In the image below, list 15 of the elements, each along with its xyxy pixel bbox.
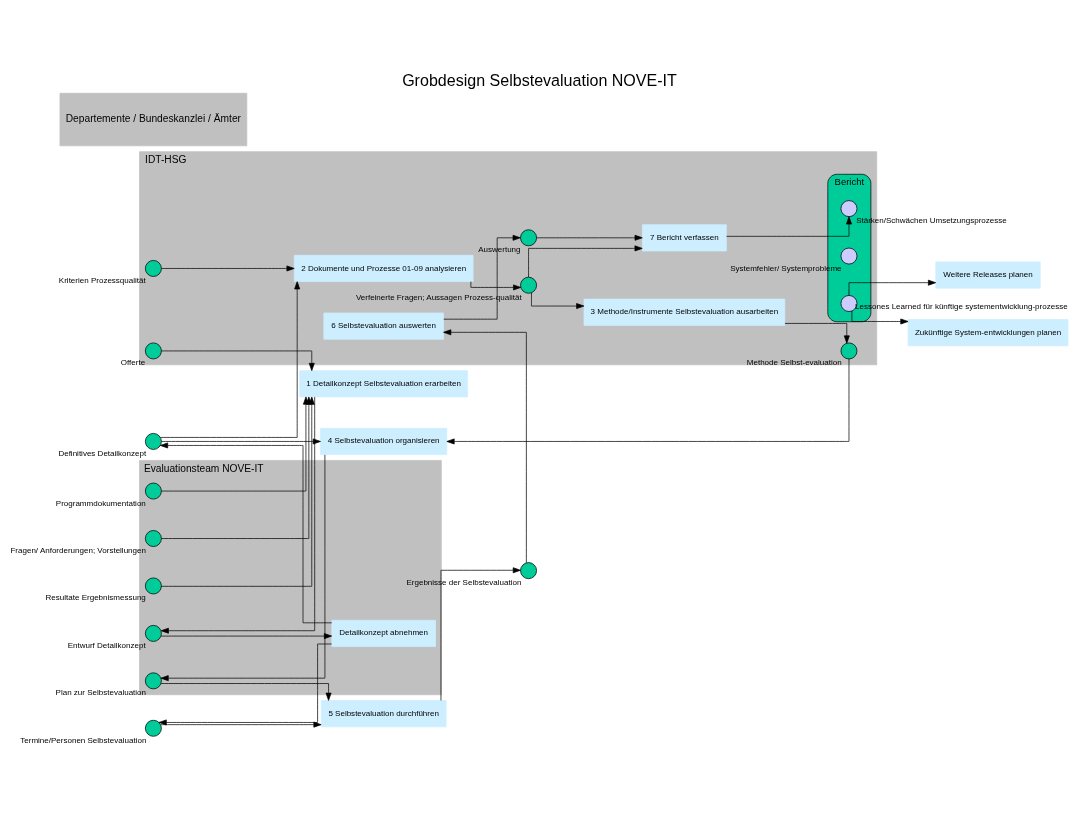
node-label: Methode Selbst-evaluation [746, 357, 842, 367]
node-label: Verfeinerte Fragen; Aussagen Prozess-qualität [355, 292, 522, 302]
node-label: Definitives Detailkonzept [58, 448, 147, 458]
node-label: Resultate Ergebnismessung [45, 592, 146, 602]
node-label: Ergebnisse der Selbstevaluation [406, 577, 522, 587]
node-label: Programmdokumentation [55, 498, 146, 508]
node-label: Termine/Personen Selbstevaluation [20, 735, 147, 745]
node-label: Kriterien Prozessqualität [58, 275, 146, 285]
node-label: Plan zur Selbstevaluation [55, 687, 147, 697]
node-label: Auswertung [478, 244, 521, 254]
node-label: Bericht [834, 175, 865, 187]
node-label: Entwurf Detailkonzept [67, 640, 146, 650]
node-label: Fragen/ Anforderungen; Vorstellungen [10, 545, 146, 555]
node-label: Offerte [120, 357, 146, 367]
diagram-title: Grobdesign Selbstevaluation NOVE-IT [402, 70, 677, 89]
